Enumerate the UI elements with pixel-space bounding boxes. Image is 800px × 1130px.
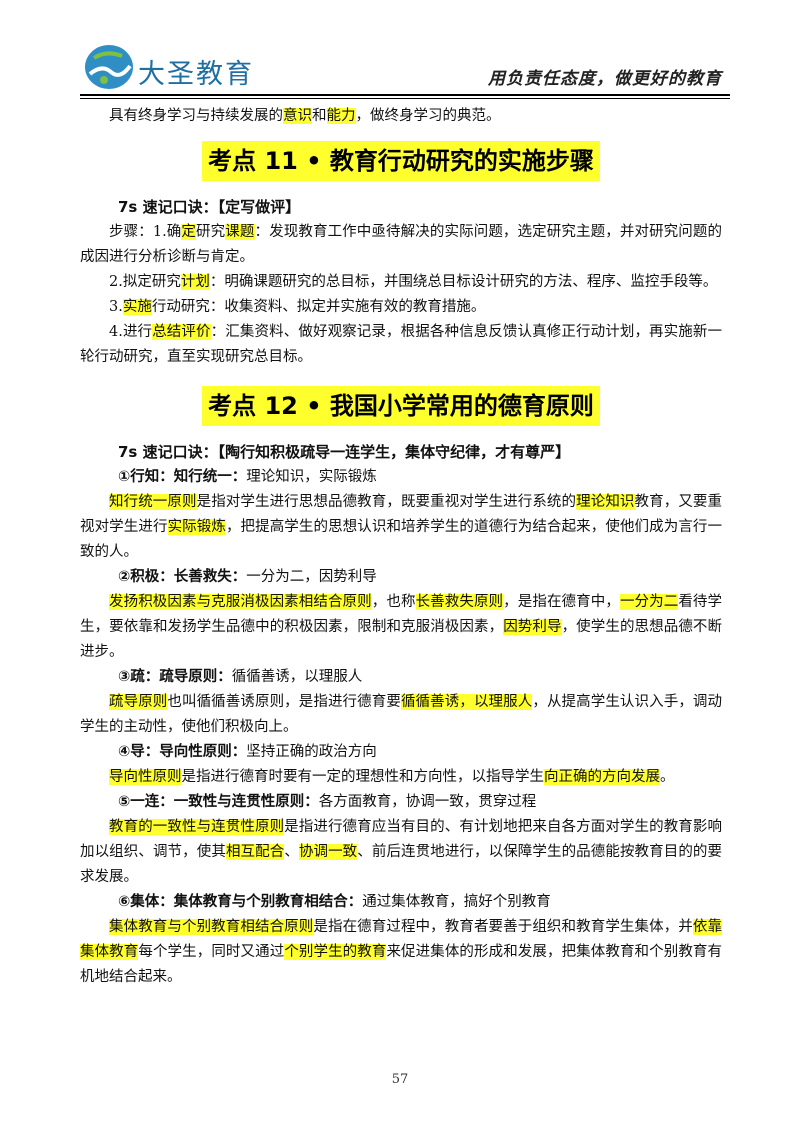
- intro-paragraph: 具有终身学习与持续发展的意识和能力，做终身学习的典范。: [109, 108, 501, 124]
- principle-3-heading: ③疏：疏导原则：循循善诱，以理服人: [118, 669, 363, 685]
- principle-4-body: 导向性原则是指进行德育时要有一定的理想性和方向性，以指导学生向正确的方向发展。: [109, 769, 675, 785]
- principle-4-heading: ④导：导向性原则：坚持正确的政治方向: [118, 744, 377, 760]
- principle-2-heading: ②积极：长善救失：一分为二，因势利导: [118, 569, 377, 585]
- page-header: 大圣教育 用负责任态度，做更好的教育: [0, 0, 800, 100]
- step-4: 4.进行总结评价：汇集资料、做好观察记录，根据各种信息反馈认真修正行动计划，再实…: [80, 324, 723, 365]
- principle-6-heading: ⑥集体：集体教育与个别教育相结合：通过集体教育，搞好个别教育: [118, 894, 551, 910]
- principle-5-body: 教育的一致性与连贯性原则是指进行德育应当有目的、有计划地把来自各方面对学生的教育…: [80, 819, 723, 885]
- principle-1-heading: ①行知：知行统一：理论知识，实际锻炼: [118, 469, 377, 485]
- section-11-title: 考点 11 • 教育行动研究的实施步骤: [202, 141, 600, 181]
- principle-3-body: 疏导原则也叫循循善诱原则，是指进行德育要循循善诱，以理服人，从提高学生认识入手，…: [80, 694, 723, 735]
- step-3: 3.实施行动研究：收集资料、拟定并实施有效的教育措施。: [109, 299, 486, 315]
- header-divider: [80, 94, 730, 96]
- principle-1-body: 知行统一原则是指对学生进行思想品德教育，既要重视对学生进行系统的理论知识教育，又…: [80, 494, 723, 560]
- section-11-mnemonic: 7s 速记口诀：【定写做评】: [118, 198, 301, 216]
- principle-6-body: 集体教育与个别教育相结合原则是指在德育过程中，教育者要善于组织和教育学生集体，并…: [80, 919, 723, 985]
- logo-icon: [85, 45, 133, 89]
- logo-text: 大圣教育: [138, 59, 254, 90]
- section-12-mnemonic: 7s 速记口诀：【陶行知积极疏导一连学生，集体守纪律，才有尊严】: [118, 443, 571, 461]
- step-1: 步骤：1.确定研究课题：发现教育工作中亟待解决的实际问题，选定研究主题，并对研究…: [80, 224, 723, 265]
- page-number: 57: [391, 1072, 409, 1087]
- step-2: 2.拟定研究计划：明确课题研究的总目标，并围绕总目标设计研究的方法、程序、监控手…: [109, 274, 718, 290]
- principle-2-body: 发扬积极因素与克服消极因素相结合原则，也称长善救失原则，是指在德育中，一分为二看…: [80, 594, 723, 660]
- header-divider-thin: [80, 98, 730, 99]
- page-content: 具有终身学习与持续发展的意识和能力，做终身学习的典范。 考点 11 • 教育行动…: [80, 104, 723, 990]
- section-12-title: 考点 12 • 我国小学常用的德育原则: [202, 386, 600, 426]
- principle-5-heading: ⑤一连：一致性与连贯性原则：各方面教育，协调一致，贯穿过程: [118, 794, 537, 810]
- header-slogan: 用负责任态度，做更好的教育: [488, 69, 722, 89]
